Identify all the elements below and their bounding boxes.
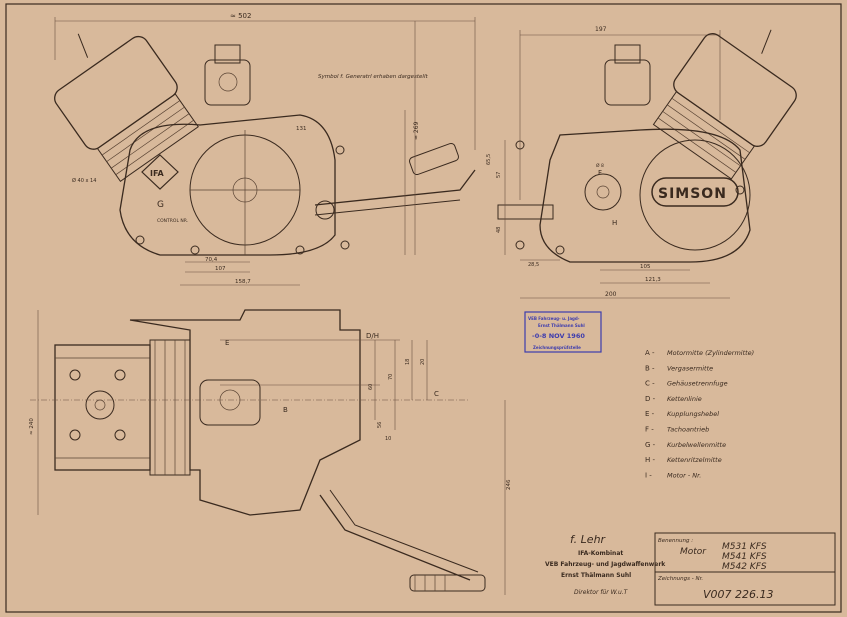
dim-131: 131 — [296, 126, 307, 132]
legend-key-f: F - — [645, 426, 654, 434]
legend-text-b: Vergasermitte — [667, 364, 713, 372]
legend-text-d: Kettenlinie — [667, 395, 702, 403]
signature-org1: IFA-Kombinat — [578, 550, 623, 557]
legend-text-h: Kettenritzelmitte — [667, 456, 722, 464]
output-shaft — [497, 204, 554, 220]
dim-60: 60 — [368, 384, 374, 390]
model-3: M542 KFS — [722, 562, 767, 572]
kickstart-lever-left — [314, 169, 476, 206]
drawing-number: V007 226.13 — [703, 588, 774, 601]
carburetor-right — [604, 59, 651, 106]
dim-240: ≈ 240 — [29, 418, 35, 435]
dim-70-4: 70,4 — [205, 257, 218, 263]
model-2: M541 KFS — [722, 552, 767, 562]
stamp-line4: Zeichnungsprüfstelle — [533, 345, 581, 350]
legend-key-h: H - — [645, 456, 655, 464]
cylinder-fins-top — [54, 344, 151, 471]
approval-stamp: VEB Fahrzeug- u. Jagd- Ernst Thälmann Su… — [524, 311, 602, 353]
kickstart-lever-top — [319, 494, 471, 581]
model-1: M531 KFS — [722, 542, 767, 552]
dim-height: ≈ 269 — [413, 121, 420, 140]
signature-org3: Ernst Thälmann Suhl — [561, 572, 631, 579]
dim-158-7: 158,7 — [235, 279, 251, 285]
kickstart-pedal-top — [409, 574, 486, 592]
label-b: B — [283, 406, 288, 414]
legend-text-e: Kupplungshebel — [667, 410, 719, 418]
simson-badge — [651, 177, 739, 207]
dim-10: 10 — [385, 436, 391, 442]
dim-107: 107 — [215, 266, 226, 272]
legend-key-d: D - — [645, 395, 656, 403]
label-f: F — [598, 169, 602, 177]
legend-text-i: Motor - Nr. — [667, 471, 701, 479]
legend-key-b: B - — [645, 364, 655, 372]
legend-key-g: G - — [645, 441, 656, 449]
ifa-logo — [141, 154, 179, 190]
motor-label: Motor — [680, 547, 707, 557]
dim-246: 246 — [506, 479, 512, 490]
dim-28-5: 28,5 — [528, 262, 539, 268]
pin-dim: Ø 40 x 14 — [72, 177, 96, 184]
carburetor-left — [204, 59, 251, 106]
legend-key-c: C - — [645, 380, 655, 388]
sheet-border — [5, 3, 842, 613]
stamp-date: -0-8 NOV 1960 — [532, 332, 585, 340]
legend-key-i: I - — [645, 471, 652, 479]
title-block: Benennung : Motor M531 KFS M541 KFS M542… — [654, 532, 836, 606]
dim-70: 70 — [388, 374, 394, 380]
cylinder-body-top — [149, 339, 191, 476]
ifa-logo-text: IFA — [150, 169, 165, 178]
signature-initials: f. Lehr — [570, 533, 607, 546]
dim-18: 18 — [405, 359, 411, 365]
signature-org2: VEB Fahrzeug- und Jagdwaffenwerk — [545, 561, 666, 568]
label-d-h: D/H — [366, 332, 379, 340]
stamp-line1: VEB Fahrzeug- u. Jagd- — [528, 316, 580, 321]
crankcase-left — [119, 114, 336, 256]
bolt-dim: Ø 8 — [596, 162, 604, 169]
generator-note: Symbol f. Generatrl erhaben dargestellt — [318, 74, 428, 80]
signature-role: Direktor für W.u.T — [574, 589, 629, 596]
legend-text-c: Gehäusetrennfuge — [667, 380, 728, 388]
label-g: G — [157, 200, 164, 210]
right-side-view: 197 SIMSON F H Ø 8 65,5 — [486, 26, 797, 299]
dim-121-3: 121,3 — [645, 277, 661, 283]
legend-text-a: Motormitte (Zylindermitte) — [667, 349, 754, 357]
zeichnung-label: Zeichnungs - Nr. — [657, 576, 703, 582]
legend-key-a: A - — [645, 349, 655, 357]
carburetor-top — [199, 379, 261, 426]
kickstart-pedal-left — [408, 142, 460, 176]
dim-197: 197 — [595, 26, 607, 33]
left-side-view: ≈ 502 IFA G CONTROL NR. Ø 40 x 14 — [54, 12, 476, 286]
dim-65-5: 65,5 — [486, 154, 492, 165]
signature-block: f. Lehr IFA-Kombinat VEB Fahrzeug- und J… — [545, 533, 666, 596]
crankcase-right — [539, 128, 751, 263]
dim-200: 200 — [605, 291, 617, 298]
label-c: C — [434, 390, 439, 398]
generator-cover-right — [639, 139, 751, 251]
dim-57: 57 — [496, 172, 502, 178]
crankcase-top — [129, 309, 361, 516]
dim-48: 48 — [496, 227, 502, 233]
benennung-label: Benennung : — [658, 538, 693, 544]
label-e: E — [225, 339, 229, 347]
dim-20: 20 — [420, 359, 426, 365]
control-nr-label: CONTROL NR. — [157, 218, 188, 224]
legend-text-f: Tachoantrieb — [667, 426, 709, 434]
simson-brand-text: SIMSON — [658, 186, 727, 202]
dim-top-width: ≈ 502 — [230, 12, 251, 20]
top-view: D/H E B C ≈ 240 246 60 70 18 20 56 10 — [29, 309, 512, 595]
legend: A - Motormitte (Zylindermitte) B - Vergaser… — [645, 349, 754, 479]
legend-text-g: Kurbelwellenmitte — [667, 441, 726, 449]
dim-56: 56 — [377, 422, 383, 428]
legend-key-e: E - — [645, 410, 655, 418]
stamp-line2: Ernst Thälmann Suhl — [538, 323, 585, 328]
dim-105: 105 — [640, 264, 651, 270]
label-h: H — [612, 219, 617, 227]
